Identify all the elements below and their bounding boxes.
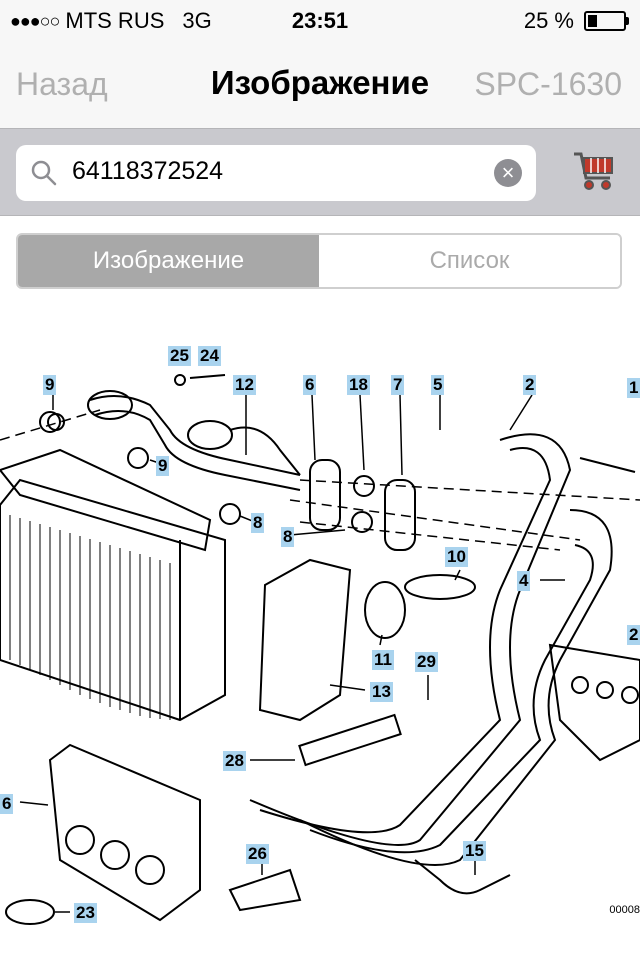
callout-26[interactable]: 26	[246, 844, 269, 864]
search-field[interactable]: ×	[16, 145, 536, 201]
callout-23[interactable]: 23	[74, 903, 97, 923]
callout-29[interactable]: 29	[415, 652, 438, 672]
callout-8b[interactable]: 8	[281, 527, 295, 547]
battery-percent: 25 %	[523, 8, 574, 33]
clear-search-icon[interactable]: ×	[494, 159, 522, 187]
segment-list[interactable]: Список	[319, 235, 620, 287]
callout-9b[interactable]: 9	[156, 456, 170, 476]
segment-image[interactable]: Изображение	[18, 235, 319, 287]
callout-2b[interactable]: 2	[627, 625, 640, 645]
view-segmented-control: Изображение Список	[16, 233, 622, 289]
callout-24[interactable]: 24	[198, 346, 221, 366]
callout-11[interactable]: 11	[372, 650, 394, 670]
callout-13[interactable]: 13	[370, 682, 393, 702]
status-bar: ●●●○○ MTS RUS 3G 23:51 25 %	[0, 0, 640, 40]
callout-6[interactable]: 6	[303, 375, 317, 395]
parts-diagram[interactable]: 25 24 9 12 6 18 7 5 2 1 9 8 8 10 4 2 11 …	[0, 300, 640, 960]
callout-12[interactable]: 12	[233, 375, 256, 395]
callout-28[interactable]: 28	[223, 751, 246, 771]
battery-icon	[584, 11, 629, 31]
signal-strength-icon: ●●●○○	[10, 10, 60, 31]
radiator-tank	[0, 448, 212, 552]
navigation-bar: Назад Изображение SPC-1630	[0, 40, 640, 128]
clip-15	[414, 859, 511, 895]
bracket-13	[258, 558, 352, 722]
callout-10[interactable]: 10	[445, 547, 468, 567]
callout-18[interactable]: 18	[347, 375, 370, 395]
search-input[interactable]	[72, 157, 472, 186]
housing-6	[48, 743, 201, 922]
callout-2[interactable]: 2	[523, 375, 537, 395]
callout-8[interactable]: 8	[251, 513, 265, 533]
callout-1[interactable]: 1	[627, 378, 640, 398]
search-bar: ×	[0, 128, 640, 216]
callout-7[interactable]: 7	[391, 375, 405, 395]
inlet-pipe	[89, 395, 301, 476]
parts-drawing	[0, 374, 640, 925]
callout-5[interactable]: 5	[431, 375, 445, 395]
model-button[interactable]: SPC-1630	[474, 66, 622, 102]
callout-25[interactable]: 25	[168, 346, 191, 366]
page-title: Изображение	[210, 64, 430, 101]
back-button[interactable]: Назад	[16, 66, 108, 102]
network-label: 3G	[182, 8, 212, 33]
clock: 23:51	[291, 8, 349, 33]
status-left: ●●●○○ MTS RUS 3G	[10, 8, 212, 34]
carrier-label: MTS RUS	[65, 8, 165, 33]
long-pipe-4	[299, 509, 613, 866]
callout-9[interactable]: 9	[43, 375, 57, 395]
battery-fill	[588, 15, 597, 27]
callout-4[interactable]: 4	[517, 571, 531, 591]
diagram-code: 00008	[609, 904, 640, 916]
callout-15[interactable]: 15	[463, 841, 486, 861]
status-right: 25 %	[523, 8, 629, 34]
long-pipe-2	[249, 433, 572, 846]
search-icon	[31, 160, 57, 186]
callout-6b[interactable]: 6	[0, 794, 14, 814]
radiator-core	[0, 478, 226, 722]
cart-icon[interactable]	[572, 148, 618, 194]
